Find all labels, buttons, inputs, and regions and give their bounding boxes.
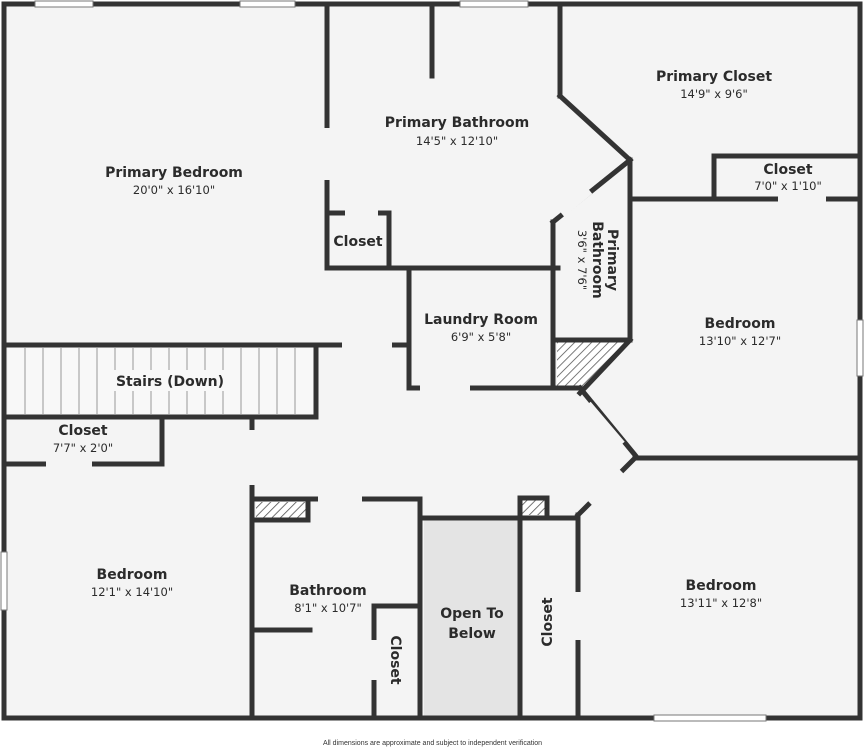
room-bedroom-right: Bedroom 13'10" x 12'7" xyxy=(699,316,781,348)
room-dimensions: 3'6" x 7'6" xyxy=(575,230,589,290)
room-closet-left: Closet 7'7" x 2'0" xyxy=(53,423,113,455)
room-name: Bathroom xyxy=(289,583,367,599)
disclaimer-footer: All dimensions are approximate and subje… xyxy=(322,740,543,747)
hatched-fixture xyxy=(256,502,308,518)
room-name-line2: Bathroom xyxy=(589,221,605,299)
windows xyxy=(0,0,864,722)
room-name: Laundry Room xyxy=(424,312,538,328)
room-name: Bedroom xyxy=(705,316,776,332)
room-dimensions: 7'0" x 1'10" xyxy=(754,179,822,193)
room-primary-closet: Primary Closet 14'9" x 9'6" xyxy=(656,69,772,101)
room-name: Closet xyxy=(540,597,556,647)
room-name: Closet xyxy=(763,162,813,178)
room-name-line1: Open To xyxy=(440,606,504,622)
room-name: Closet xyxy=(58,423,108,439)
room-open-to-below: Open To Below xyxy=(440,606,504,642)
room-primary-bedroom: Primary Bedroom 20'0" x 16'10" xyxy=(105,165,243,197)
room-stairs: Stairs (Down) xyxy=(112,370,228,391)
room-name: Closet xyxy=(387,635,403,685)
room-name: Stairs (Down) xyxy=(116,374,224,390)
room-dimensions: 20'0" x 16'10" xyxy=(133,183,215,197)
room-primary-bathroom-small: Primary Bathroom 3'6" x 7'6" xyxy=(575,221,620,299)
room-name: Bedroom xyxy=(686,578,757,594)
room-name: Primary Closet xyxy=(656,69,772,85)
room-dimensions: 7'7" x 2'0" xyxy=(53,441,113,455)
room-bathroom: Bathroom 8'1" x 10'7" xyxy=(289,583,367,615)
room-dimensions: 12'1" x 14'10" xyxy=(91,585,173,599)
room-primary-bathroom: Primary Bathroom 14'5" x 12'10" xyxy=(385,115,529,148)
room-dimensions: 14'5" x 12'10" xyxy=(416,134,498,148)
open-to-below-area xyxy=(424,518,519,718)
room-dimensions: 13'11" x 12'8" xyxy=(680,596,762,610)
room-name: Bedroom xyxy=(97,567,168,583)
room-name-line1: Primary xyxy=(604,229,620,291)
room-closet-primary-bath: Closet xyxy=(333,234,383,250)
hatched-fixture xyxy=(557,342,626,390)
room-dimensions: 13'10" x 12'7" xyxy=(699,334,781,348)
room-bedroom-bottom-left: Bedroom 12'1" x 14'10" xyxy=(91,567,173,599)
room-name-line2: Below xyxy=(448,626,496,642)
room-closet-top-right: Closet 7'0" x 1'10" xyxy=(754,162,822,193)
doorways xyxy=(46,93,826,680)
hatched-fixture xyxy=(521,500,545,515)
room-name: Primary Bedroom xyxy=(105,165,243,181)
room-bedroom-bottom-right: Bedroom 13'11" x 12'8" xyxy=(680,578,762,610)
room-laundry-room: Laundry Room 6'9" x 5'8" xyxy=(424,312,538,344)
room-dimensions: 8'1" x 10'7" xyxy=(294,601,362,615)
room-closet-bathroom: Closet xyxy=(387,635,403,685)
room-closet-center: Closet xyxy=(540,597,556,647)
room-name: Primary Bathroom xyxy=(385,115,529,131)
room-name: Closet xyxy=(333,234,383,250)
stairs-treads xyxy=(8,348,314,414)
room-dimensions: 6'9" x 5'8" xyxy=(451,330,511,344)
room-dimensions: 14'9" x 9'6" xyxy=(680,87,748,101)
